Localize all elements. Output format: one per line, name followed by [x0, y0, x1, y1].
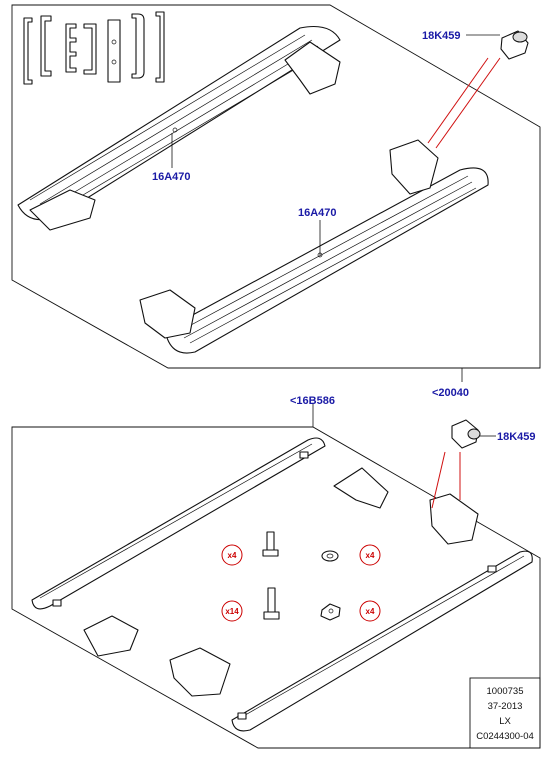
info-line-1: 1000735: [487, 686, 524, 697]
bracket-kit: [23, 11, 165, 85]
bracket-mid-right: [429, 493, 479, 545]
side-rail-lower: [231, 550, 533, 732]
flange-nut: [320, 603, 341, 621]
callout-assembly-top: <20040: [432, 387, 469, 399]
info-box: 1000735 37-2013 LX C0244300-04: [469, 677, 541, 749]
long-bolt: [263, 587, 280, 620]
qty-short-bolt: x4: [221, 544, 243, 566]
info-line-4: C0244300-04: [476, 731, 534, 742]
svg-text:x4: x4: [228, 551, 237, 560]
top-assembly-panel: 18K459 16A470 16A470 <20040: [11, 4, 541, 399]
svg-text:x4: x4: [366, 551, 375, 560]
svg-text:x14: x14: [225, 607, 239, 616]
running-board-upper: [17, 25, 341, 231]
qty-long-bolt: x14: [221, 600, 243, 622]
washer: [321, 550, 339, 562]
side-rail-upper: [31, 437, 326, 610]
sleeve-part-top: [500, 30, 529, 60]
info-line-3: LX: [499, 716, 511, 727]
info-line-2: 37-2013: [488, 701, 523, 712]
top-panel-frame: [11, 4, 541, 369]
callout-sleeve-bottom: 18K459: [497, 431, 536, 443]
running-board-lower: [139, 139, 489, 354]
sleeve-part-bottom: [451, 419, 481, 449]
bracket-lower-mid: [169, 647, 231, 697]
qty-nut: x4: [359, 600, 381, 622]
callout-rail-kit: <16B586: [290, 395, 335, 407]
bottom-assembly-panel: <16B586 18K459: [11, 395, 541, 749]
callout-step-lower: 16A470: [298, 207, 337, 219]
callout-step-upper: 16A470: [152, 171, 191, 183]
bracket-upper-right: [333, 467, 389, 509]
qty-washer: x4: [359, 544, 381, 566]
callout-sleeve-top: 18K459: [422, 30, 461, 42]
svg-text:x4: x4: [366, 607, 375, 616]
short-bolt: [262, 531, 279, 557]
bracket-lower-left: [83, 615, 139, 657]
